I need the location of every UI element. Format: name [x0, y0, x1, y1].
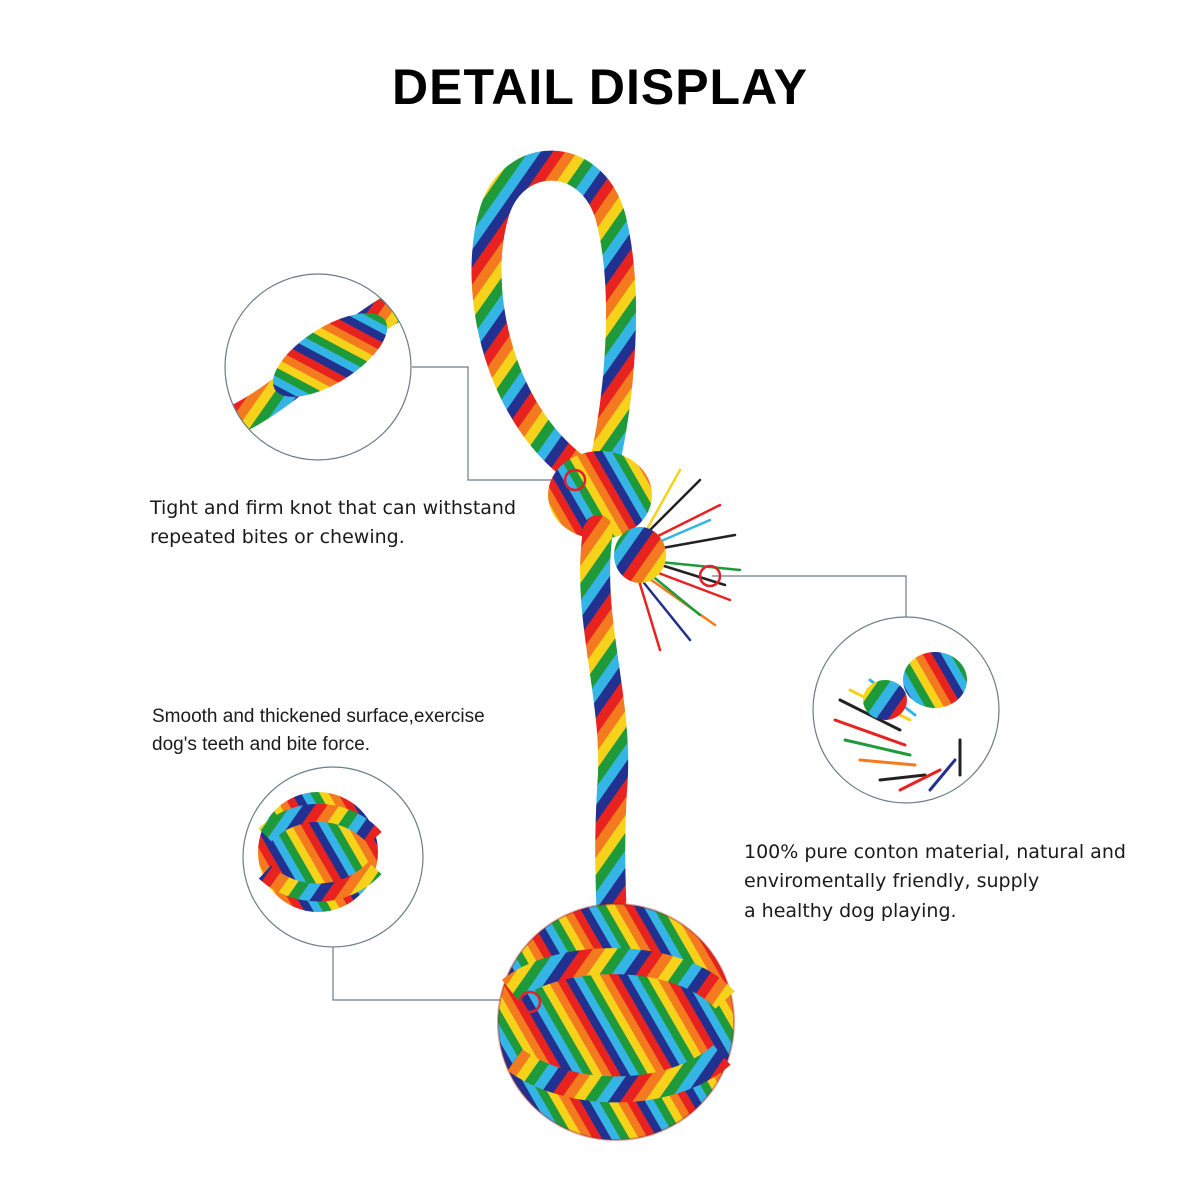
caption-surface: Smooth and thickened surface,exercise do… — [152, 706, 485, 755]
caption-material: 100% pure conton material, natural and e… — [744, 841, 1126, 922]
detail-circle-fringe — [812, 616, 1000, 804]
caption-knot: Tight and firm knot that can withstand r… — [150, 497, 517, 549]
rope-toy-image — [471, 150, 742, 1141]
marker-ball — [518, 990, 542, 1014]
leader-line-fringe — [712, 575, 907, 617]
leader-lines — [332, 366, 907, 1001]
detail-circle-knot — [224, 273, 412, 461]
leader-line-knot — [412, 366, 560, 481]
detail-circle-ball — [242, 766, 424, 948]
marker-knot — [563, 468, 587, 492]
page-title: DETAIL DISPLAY — [392, 59, 808, 115]
leader-line-ball — [332, 947, 522, 1001]
marker-fringe — [698, 564, 722, 588]
marker-rings — [518, 468, 722, 1014]
